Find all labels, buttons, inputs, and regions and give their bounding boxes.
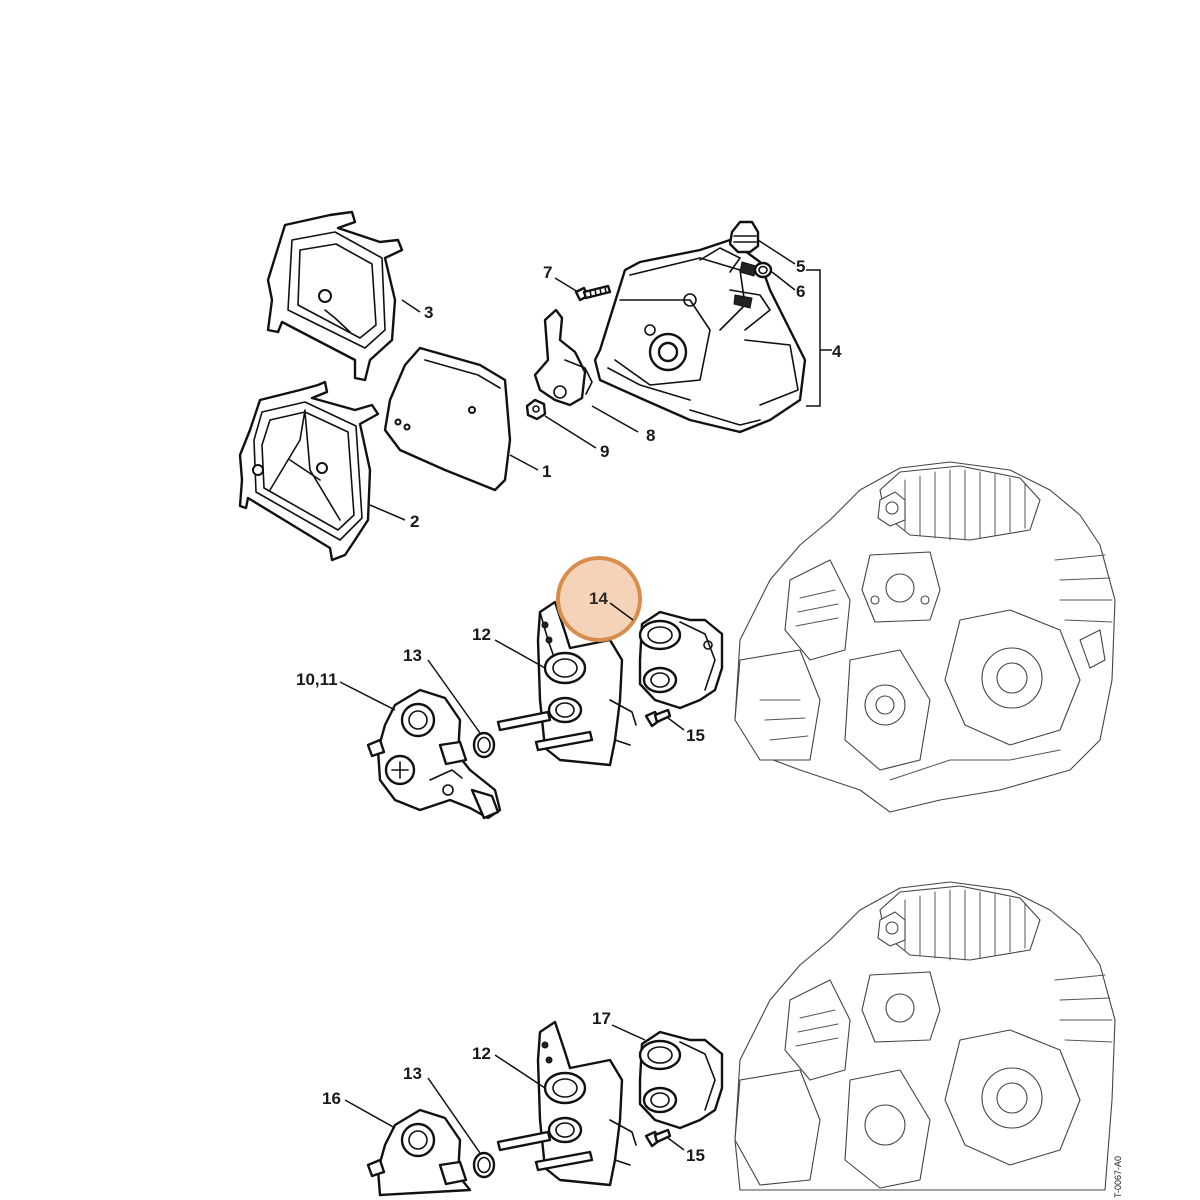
callout-3[interactable]: 3: [424, 303, 433, 322]
callout-12-lower[interactable]: 12: [472, 1044, 491, 1063]
engine-block-lower: [734, 881, 1116, 1191]
o-ring-part-13-upper: [472, 731, 496, 759]
flange-part-12-lower: [496, 1020, 637, 1187]
screw-part-7: [574, 284, 612, 302]
callout-7[interactable]: 7: [543, 263, 552, 282]
drawing-code: T-0067-A0: [1113, 1156, 1123, 1198]
callout-14[interactable]: 14: [589, 589, 608, 608]
callout-2[interactable]: 2: [410, 512, 419, 531]
intake-manifold-part-17: [638, 1030, 724, 1130]
leader-lines: [339, 239, 832, 1154]
callout-17[interactable]: 17: [592, 1009, 611, 1028]
filter-frame-part-3: [266, 210, 404, 382]
callout-1[interactable]: 1: [542, 462, 551, 481]
filter-seal-part-2: [238, 380, 380, 562]
engine-block-upper: [734, 461, 1116, 813]
screw-part-15-upper: [644, 708, 672, 728]
plug-part-5: [728, 220, 760, 254]
callout-16[interactable]: 16: [322, 1089, 341, 1108]
callout-12-upper[interactable]: 12: [472, 625, 491, 644]
callout-10-11[interactable]: 10,11: [296, 670, 338, 689]
o-ring-part-13-lower: [472, 1151, 496, 1179]
air-filter-part-1: [383, 346, 512, 492]
carburetor-part-10-11: [366, 688, 502, 820]
intake-manifold-part-14: [638, 610, 724, 710]
callout-15-upper[interactable]: 15: [686, 726, 705, 745]
highlight-marker-14[interactable]: 14: [556, 556, 642, 642]
callout-4[interactable]: 4: [832, 342, 842, 361]
screw-part-15-lower: [644, 1128, 672, 1148]
flange-part-12-upper: [496, 600, 637, 767]
carburetor-part-16: [366, 1108, 472, 1197]
nut-part-9: [525, 398, 547, 421]
callout-6[interactable]: 6: [796, 282, 805, 301]
callout-15-lower[interactable]: 15: [686, 1146, 705, 1165]
callout-13-upper[interactable]: 13: [403, 646, 422, 665]
carb-box-part-4: [593, 238, 807, 434]
callout-8[interactable]: 8: [646, 426, 655, 445]
callout-labels: 3 1 2 7 5 6 4 8 9 10,11 12 13 15 16 12 1…: [296, 257, 842, 1165]
callout-9[interactable]: 9: [600, 442, 609, 461]
o-ring-part-6: [753, 261, 773, 279]
lever-part-8: [533, 308, 593, 407]
callout-13-lower[interactable]: 13: [403, 1064, 422, 1083]
callout-5[interactable]: 5: [796, 257, 805, 276]
